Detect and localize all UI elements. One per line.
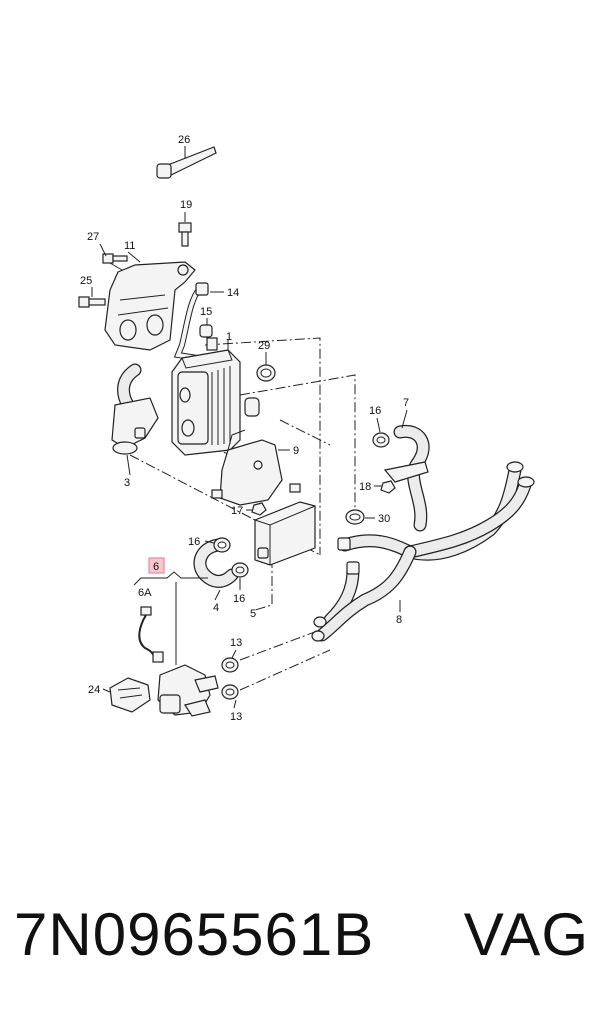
- callout-17: 17: [231, 505, 243, 517]
- callout-13-upper: 13: [230, 637, 242, 649]
- clamp-part-30: [345, 509, 365, 525]
- mounting-bracket-part-9: [211, 429, 301, 506]
- cable-tie-part-26: [156, 146, 217, 179]
- exhaust-pipe-part-3: [111, 363, 159, 455]
- callout-25: 25: [80, 275, 92, 287]
- parts-exploded-diagram: 26 19 27 11 25 14 15 1 29 3 9 16 7 18 17…: [78, 134, 535, 723]
- screw-part-18: [380, 480, 396, 494]
- callout-15: 15: [200, 306, 212, 318]
- callout-5: 5: [250, 608, 256, 620]
- heater-unit-part-1: [171, 337, 241, 456]
- callout-26: 26: [178, 134, 190, 146]
- callout-16-upper: 16: [369, 405, 381, 417]
- part-number: 7N0965561B: [14, 900, 375, 968]
- clamp-part-16-left: [213, 537, 231, 553]
- callout-30: 30: [378, 513, 390, 525]
- highlight-box-part-6: [148, 557, 165, 574]
- callout-27: 27: [87, 231, 99, 243]
- part-number-footer: 7N0965561B VAG: [14, 893, 589, 975]
- callout-labels: 26 19 27 11 25 14 15 1 29 3 9 16 7 18 17…: [80, 134, 409, 723]
- coolant-pump-part-6: [133, 571, 219, 717]
- callout-24: 24: [88, 684, 100, 696]
- wiring-harness-part-6a: [138, 606, 164, 663]
- callout-18: 18: [359, 481, 371, 493]
- bolt-part-27: [102, 253, 128, 264]
- fuel-line-part-14: [173, 282, 211, 363]
- callout-3: 3: [124, 477, 130, 489]
- callout-29: 29: [258, 340, 270, 352]
- coolant-hose-part-7: [383, 424, 430, 532]
- callout-16-left: 16: [188, 536, 200, 548]
- callout-13-lower: 13: [230, 711, 242, 723]
- callout-9: 9: [293, 445, 299, 457]
- clamp-part-13-lower: [221, 684, 239, 700]
- callout-19: 19: [180, 199, 192, 211]
- callout-4: 4: [213, 602, 219, 614]
- clamp-part-13-upper: [221, 657, 239, 673]
- clamp-part-16-lower: [231, 562, 249, 578]
- callout-8: 8: [396, 614, 402, 626]
- callout-7: 7: [403, 397, 409, 409]
- brand-name: VAG: [463, 900, 589, 968]
- nut-part-17: [251, 502, 267, 516]
- callout-16-lower: 16: [233, 593, 245, 605]
- clamp-part-16-upper: [372, 432, 390, 448]
- bracket-part-11: [104, 261, 196, 351]
- callout-11: 11: [124, 240, 135, 252]
- bolt-part-25: [78, 296, 106, 308]
- connector-fitting: [244, 397, 260, 417]
- leader-lines: [91, 243, 408, 709]
- bolt-part-19: [178, 212, 192, 247]
- coolant-hose-assembly-part-8: [311, 461, 535, 642]
- callout-1: 1: [226, 331, 232, 343]
- heater-assembly-part-5: [254, 501, 316, 566]
- mount-part-24: [109, 677, 151, 713]
- hose-part-4: [193, 538, 239, 588]
- callout-14: 14: [227, 287, 239, 299]
- clip-part-15: [199, 324, 213, 338]
- callout-6a: 6A: [138, 587, 152, 599]
- clamp-part-29: [256, 364, 276, 382]
- callout-6: 6: [153, 561, 159, 573]
